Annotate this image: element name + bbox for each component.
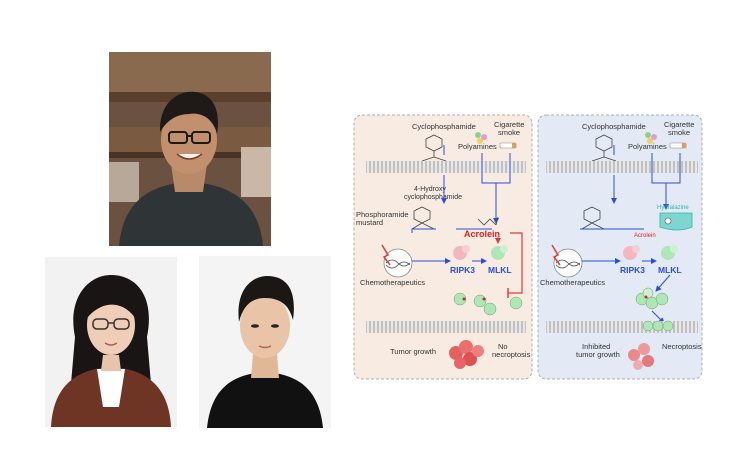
right-polyamines-label: Polyamines xyxy=(628,142,667,151)
right-cigarette-smoke-label: Cigarette smoke xyxy=(664,120,697,137)
right-panel-background xyxy=(537,114,703,380)
portrait-young-man-image xyxy=(199,256,331,428)
left-tumor-growth-label: Tumor growth xyxy=(390,347,436,356)
right-ripk3-protein-icon xyxy=(623,245,640,260)
left-chemotherapeutics-label: Chemotherapeutics xyxy=(360,278,425,287)
left-ripk3-protein-icon xyxy=(453,245,470,260)
graphical-abstract-figure: Cyclophosphamide Cigarette smoke Polyami… xyxy=(352,113,704,381)
portrait-photo-woman-glasses xyxy=(45,257,177,427)
portrait-woman-glasses-image xyxy=(45,257,177,427)
right-necroptosis-label: Necroptosis xyxy=(662,342,702,351)
right-inhibited-tumor-growth-label: Inhibited tumor growth xyxy=(576,342,620,359)
right-top-membrane xyxy=(546,161,698,173)
left-acrolein-label: Acrolein xyxy=(464,229,500,239)
left-phosphoramide-label: Phosphoramide mustard xyxy=(356,210,411,227)
left-dna-icon xyxy=(381,244,413,278)
left-top-membrane xyxy=(366,161,526,173)
left-mlkl-protein-icon xyxy=(491,245,508,260)
right-hydralazine-label: Hydralazine xyxy=(657,205,689,211)
right-cyclophosphamide-structure-icon xyxy=(591,134,617,162)
right-cyclophosphamide-label: Cyclophosphamide xyxy=(582,122,646,131)
portrait-photo-young-man xyxy=(199,256,331,428)
left-mlkl-label: MLKL xyxy=(488,265,512,275)
left-bottom-membrane xyxy=(366,321,526,333)
graphical-abstract-svg: Cyclophosphamide Cigarette smoke Polyami… xyxy=(353,114,703,380)
right-membrane-pore-icon xyxy=(642,320,674,332)
right-hydroxy-structure-icon xyxy=(581,206,605,230)
right-panel-hydralazine: Cyclophosphamide Cigarette smoke Polyami… xyxy=(537,114,703,380)
right-cigarette-icon xyxy=(669,142,687,149)
portrait-photo-man-glasses xyxy=(109,52,271,246)
left-arrow-to-phosphoramide xyxy=(411,228,436,233)
left-cigarette-smoke-label: Cigarette smoke xyxy=(494,120,527,137)
left-hydroxy-label: 4-Hydroxy cyclophosphamide xyxy=(404,186,462,201)
left-tumor-cluster-icon xyxy=(449,340,484,369)
right-dying-tumor-cluster-icon xyxy=(628,343,654,370)
left-inhibition-path xyxy=(508,232,523,294)
left-hydroxy-structure-icon xyxy=(411,206,435,230)
left-polyamines-label: Polyamines xyxy=(458,142,497,151)
left-cyclophosphamide-label: Cyclophosphamide xyxy=(412,122,476,131)
right-hydralazine-trap-icon xyxy=(659,212,693,231)
left-acrolein-structure-icon xyxy=(477,216,499,226)
right-ripk3-label: RIPK3 xyxy=(620,265,645,275)
left-polyamines-icon xyxy=(475,132,487,144)
right-arrow-mlkl-to-oligomer xyxy=(655,274,671,292)
left-panel-untreated: Cyclophosphamide Cigarette smoke Polyami… xyxy=(353,114,533,380)
portrait-man-glasses-image xyxy=(109,52,271,246)
right-mlkl-protein-icon xyxy=(661,245,678,260)
left-cyclophosphamide-structure-icon xyxy=(421,134,447,162)
right-chemotherapeutics-label: Chemotherapeutics xyxy=(540,278,605,287)
right-mlkl-label: MLKL xyxy=(658,265,682,275)
right-polyamines-icon xyxy=(645,132,657,144)
right-dna-icon xyxy=(551,244,583,278)
left-no-necroptosis-label: No necroptosis xyxy=(492,342,531,359)
left-ripk3-label: RIPK3 xyxy=(450,265,475,275)
right-bottom-membrane xyxy=(546,321,698,333)
left-cigarette-icon xyxy=(499,142,517,149)
left-mlkl-oligomer-cluster-icon xyxy=(453,292,523,316)
right-mlkl-oligomer-cluster-icon xyxy=(635,287,669,310)
right-acrolein-label: Acrolein xyxy=(634,233,656,239)
